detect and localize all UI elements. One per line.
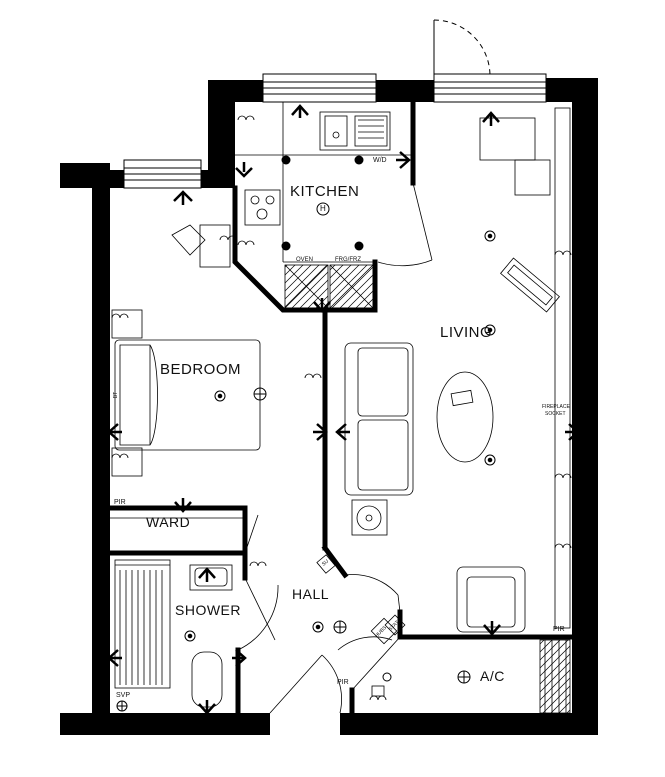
hall-fittings bbox=[269, 574, 571, 714]
kitchen-ceiling-lights bbox=[281, 155, 364, 251]
living-label: LIVING bbox=[440, 324, 493, 341]
living-furniture bbox=[344, 107, 571, 633]
bt-label: BT bbox=[113, 391, 120, 399]
pir-bedroom-label: PIR bbox=[114, 499, 126, 506]
arrow-markers bbox=[107, 104, 580, 715]
hall-ceiling-lights bbox=[312, 620, 471, 684]
wd-label: W/D bbox=[373, 157, 387, 164]
hall-label: HALL bbox=[292, 586, 330, 602]
oven-label: OVEN bbox=[296, 257, 314, 263]
pir-hall-label: PIR bbox=[337, 679, 349, 686]
socket-symbols bbox=[111, 115, 572, 701]
frg-frz-label: FRG/FRZ bbox=[335, 257, 361, 263]
shower-fittings bbox=[114, 514, 279, 708]
shower-label: SHOWER bbox=[175, 602, 241, 618]
heater-icon bbox=[316, 202, 330, 216]
living-ceiling-lights bbox=[214, 230, 496, 466]
balcony-door-swing bbox=[433, 19, 491, 77]
svp-label: SVP bbox=[116, 692, 131, 699]
pir-living-label: PIR bbox=[553, 626, 565, 633]
ward-label: WARD bbox=[146, 514, 191, 530]
windows bbox=[123, 73, 547, 189]
heater-symbol: H bbox=[320, 204, 326, 213]
kitchen-fittings bbox=[235, 102, 433, 309]
ac-label: A/C bbox=[480, 668, 505, 684]
fireplace-label: FIREPLACE bbox=[542, 404, 570, 410]
kitchen-label: KITCHEN bbox=[290, 183, 360, 200]
outer-walls bbox=[60, 78, 598, 735]
bedroom-label: BEDROOM bbox=[160, 361, 242, 378]
socket-label: SOCKET bbox=[545, 411, 566, 417]
shower-ceiling-light bbox=[116, 630, 196, 712]
